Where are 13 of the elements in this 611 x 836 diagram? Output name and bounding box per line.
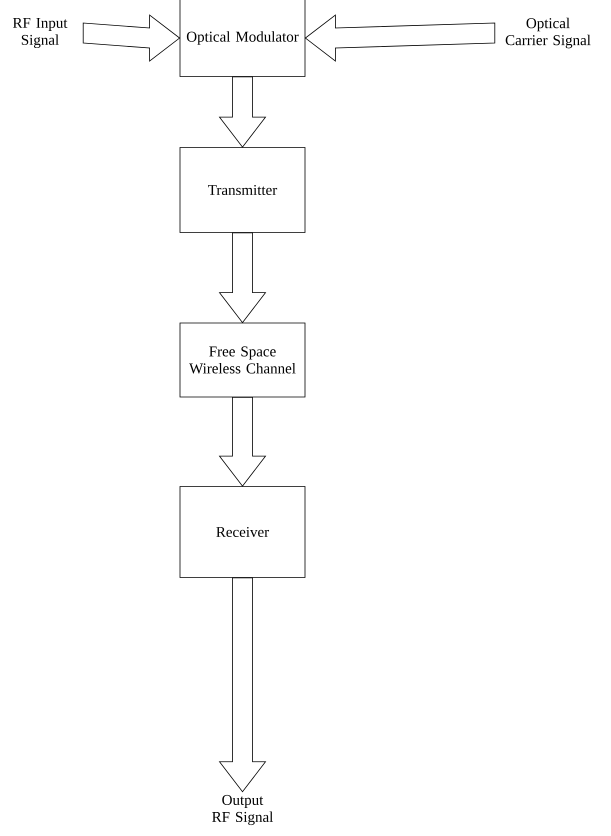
process-box: Transmitter [180,147,306,233]
block-arrow [218,232,266,324]
process-box: Free Space Wireless Channel [180,322,306,398]
signal-label: RF Input Signal [12,18,68,48]
process-box: Optical Modulator [180,0,306,77]
block-arrow [304,14,496,62]
process-box: Receiver [180,486,306,578]
signal-label: Optical Carrier Signal [506,18,591,48]
block-arrow [82,14,180,62]
block-arrow [218,76,266,148]
block-arrow [218,397,266,487]
block-arrow [218,578,266,792]
signal-label: Output RF Signal [212,794,274,826]
